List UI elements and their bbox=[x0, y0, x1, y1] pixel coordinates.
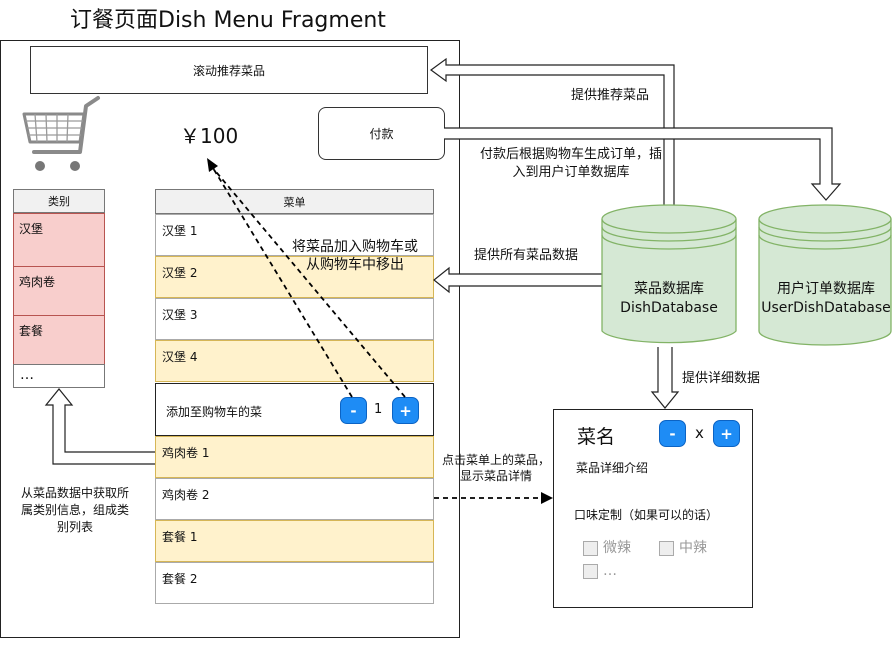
category-header: 类别 bbox=[13, 189, 105, 213]
dish-intro: 菜品详细介绍 bbox=[576, 461, 649, 475]
annotation-after-pay: 付款后根据购物车生成订单，插入到用户订单数据库 bbox=[479, 147, 662, 180]
menu-item[interactable]: 汉堡 3 bbox=[155, 298, 434, 340]
checkbox-icon[interactable] bbox=[583, 563, 598, 579]
quantity-value: 1 bbox=[374, 402, 383, 417]
annotation-click-menu: 点击菜单上的菜品，显示菜品详情 bbox=[441, 453, 550, 483]
add-to-cart-row: 添加至购物车的菜 - 1 + bbox=[155, 383, 434, 436]
pay-label: 付款 bbox=[369, 127, 394, 141]
detail-data-flow-arrow bbox=[650, 347, 680, 409]
recommend-banner[interactable]: 滚动推荐菜品 bbox=[30, 46, 428, 94]
dish-database-icon bbox=[601, 204, 737, 344]
category-item[interactable]: 鸡肉卷 bbox=[13, 266, 105, 316]
dish-detail-panel: 菜名 - x + 菜品详细介绍 口味定制（如果可以的话） 微辣 中辣 … bbox=[553, 409, 753, 608]
category-more: … bbox=[13, 364, 105, 388]
menu-item[interactable]: 汉堡 4 bbox=[155, 340, 434, 382]
fragment-frame bbox=[0, 40, 460, 638]
taste-option-label: 微辣 bbox=[603, 540, 631, 556]
menu-item[interactable]: 鸡肉卷 2 bbox=[155, 478, 434, 520]
add-to-cart-label: 添加至购物车的菜 bbox=[166, 405, 263, 419]
user-order-database-class: UserDishDatabase bbox=[761, 300, 891, 316]
detail-decrease-button[interactable]: - bbox=[659, 420, 686, 447]
taste-option[interactable]: 微辣 bbox=[583, 537, 631, 557]
taste-option-label: … bbox=[603, 563, 617, 579]
shopping-cart-icon[interactable] bbox=[20, 94, 102, 176]
all-dishes-flow-arrow bbox=[433, 266, 604, 294]
category-flow-arrow bbox=[44, 388, 155, 465]
menu-item[interactable]: 套餐 2 bbox=[155, 562, 434, 604]
category-item[interactable]: 汉堡 bbox=[13, 213, 105, 267]
detail-times-sign: x bbox=[695, 424, 704, 442]
user-order-database-name: 用户订单数据库 bbox=[777, 281, 875, 297]
recommend-label: 滚动推荐菜品 bbox=[192, 63, 265, 78]
menu-header: 菜单 bbox=[155, 189, 434, 214]
increase-quantity-button[interactable]: + bbox=[392, 397, 419, 424]
dish-database-name: 菜品数据库 bbox=[634, 281, 704, 297]
cart-total-price: ￥100 bbox=[180, 124, 239, 148]
menu-item[interactable]: 汉堡 2 bbox=[155, 256, 434, 298]
user-order-database-label: 用户订单数据库 UserDishDatabase bbox=[759, 280, 893, 318]
taste-option-label: 中辣 bbox=[679, 540, 707, 556]
pay-flow-arrow bbox=[444, 127, 842, 201]
diagram-title: 订餐页面Dish Menu Fragment bbox=[70, 8, 386, 33]
annotation-add-remove: 将菜品加入购物车或从购物车中移出 bbox=[292, 239, 418, 273]
dish-name: 菜名 bbox=[577, 426, 616, 448]
annotation-provide-detail: 提供详细数据 bbox=[682, 371, 761, 386]
annotation-provide-recommend: 提供推荐菜品 bbox=[571, 88, 650, 103]
annotation-category-from: 从菜品数据中获取所属类别信息，组成类别列表 bbox=[20, 486, 129, 534]
dish-database-class: DishDatabase bbox=[620, 300, 718, 316]
taste-option[interactable]: 中辣 bbox=[659, 537, 707, 557]
menu-item[interactable]: 汉堡 1 bbox=[155, 214, 434, 256]
dish-database-label: 菜品数据库 DishDatabase bbox=[602, 280, 736, 318]
checkbox-icon[interactable] bbox=[583, 540, 598, 556]
checkbox-icon[interactable] bbox=[659, 540, 674, 556]
recommend-flow-arrow bbox=[429, 57, 675, 205]
taste-custom-title: 口味定制（如果可以的话） bbox=[574, 508, 719, 522]
taste-option[interactable]: … bbox=[583, 563, 617, 579]
user-order-database-icon bbox=[758, 204, 892, 346]
pay-button[interactable]: 付款 bbox=[318, 107, 445, 160]
menu-item[interactable]: 套餐 1 bbox=[155, 520, 434, 562]
detail-increase-button[interactable]: + bbox=[713, 420, 740, 447]
annotation-provide-all: 提供所有菜品数据 bbox=[474, 248, 579, 263]
decrease-quantity-button[interactable]: - bbox=[340, 397, 367, 424]
menu-item[interactable]: 鸡肉卷 1 bbox=[155, 436, 434, 478]
